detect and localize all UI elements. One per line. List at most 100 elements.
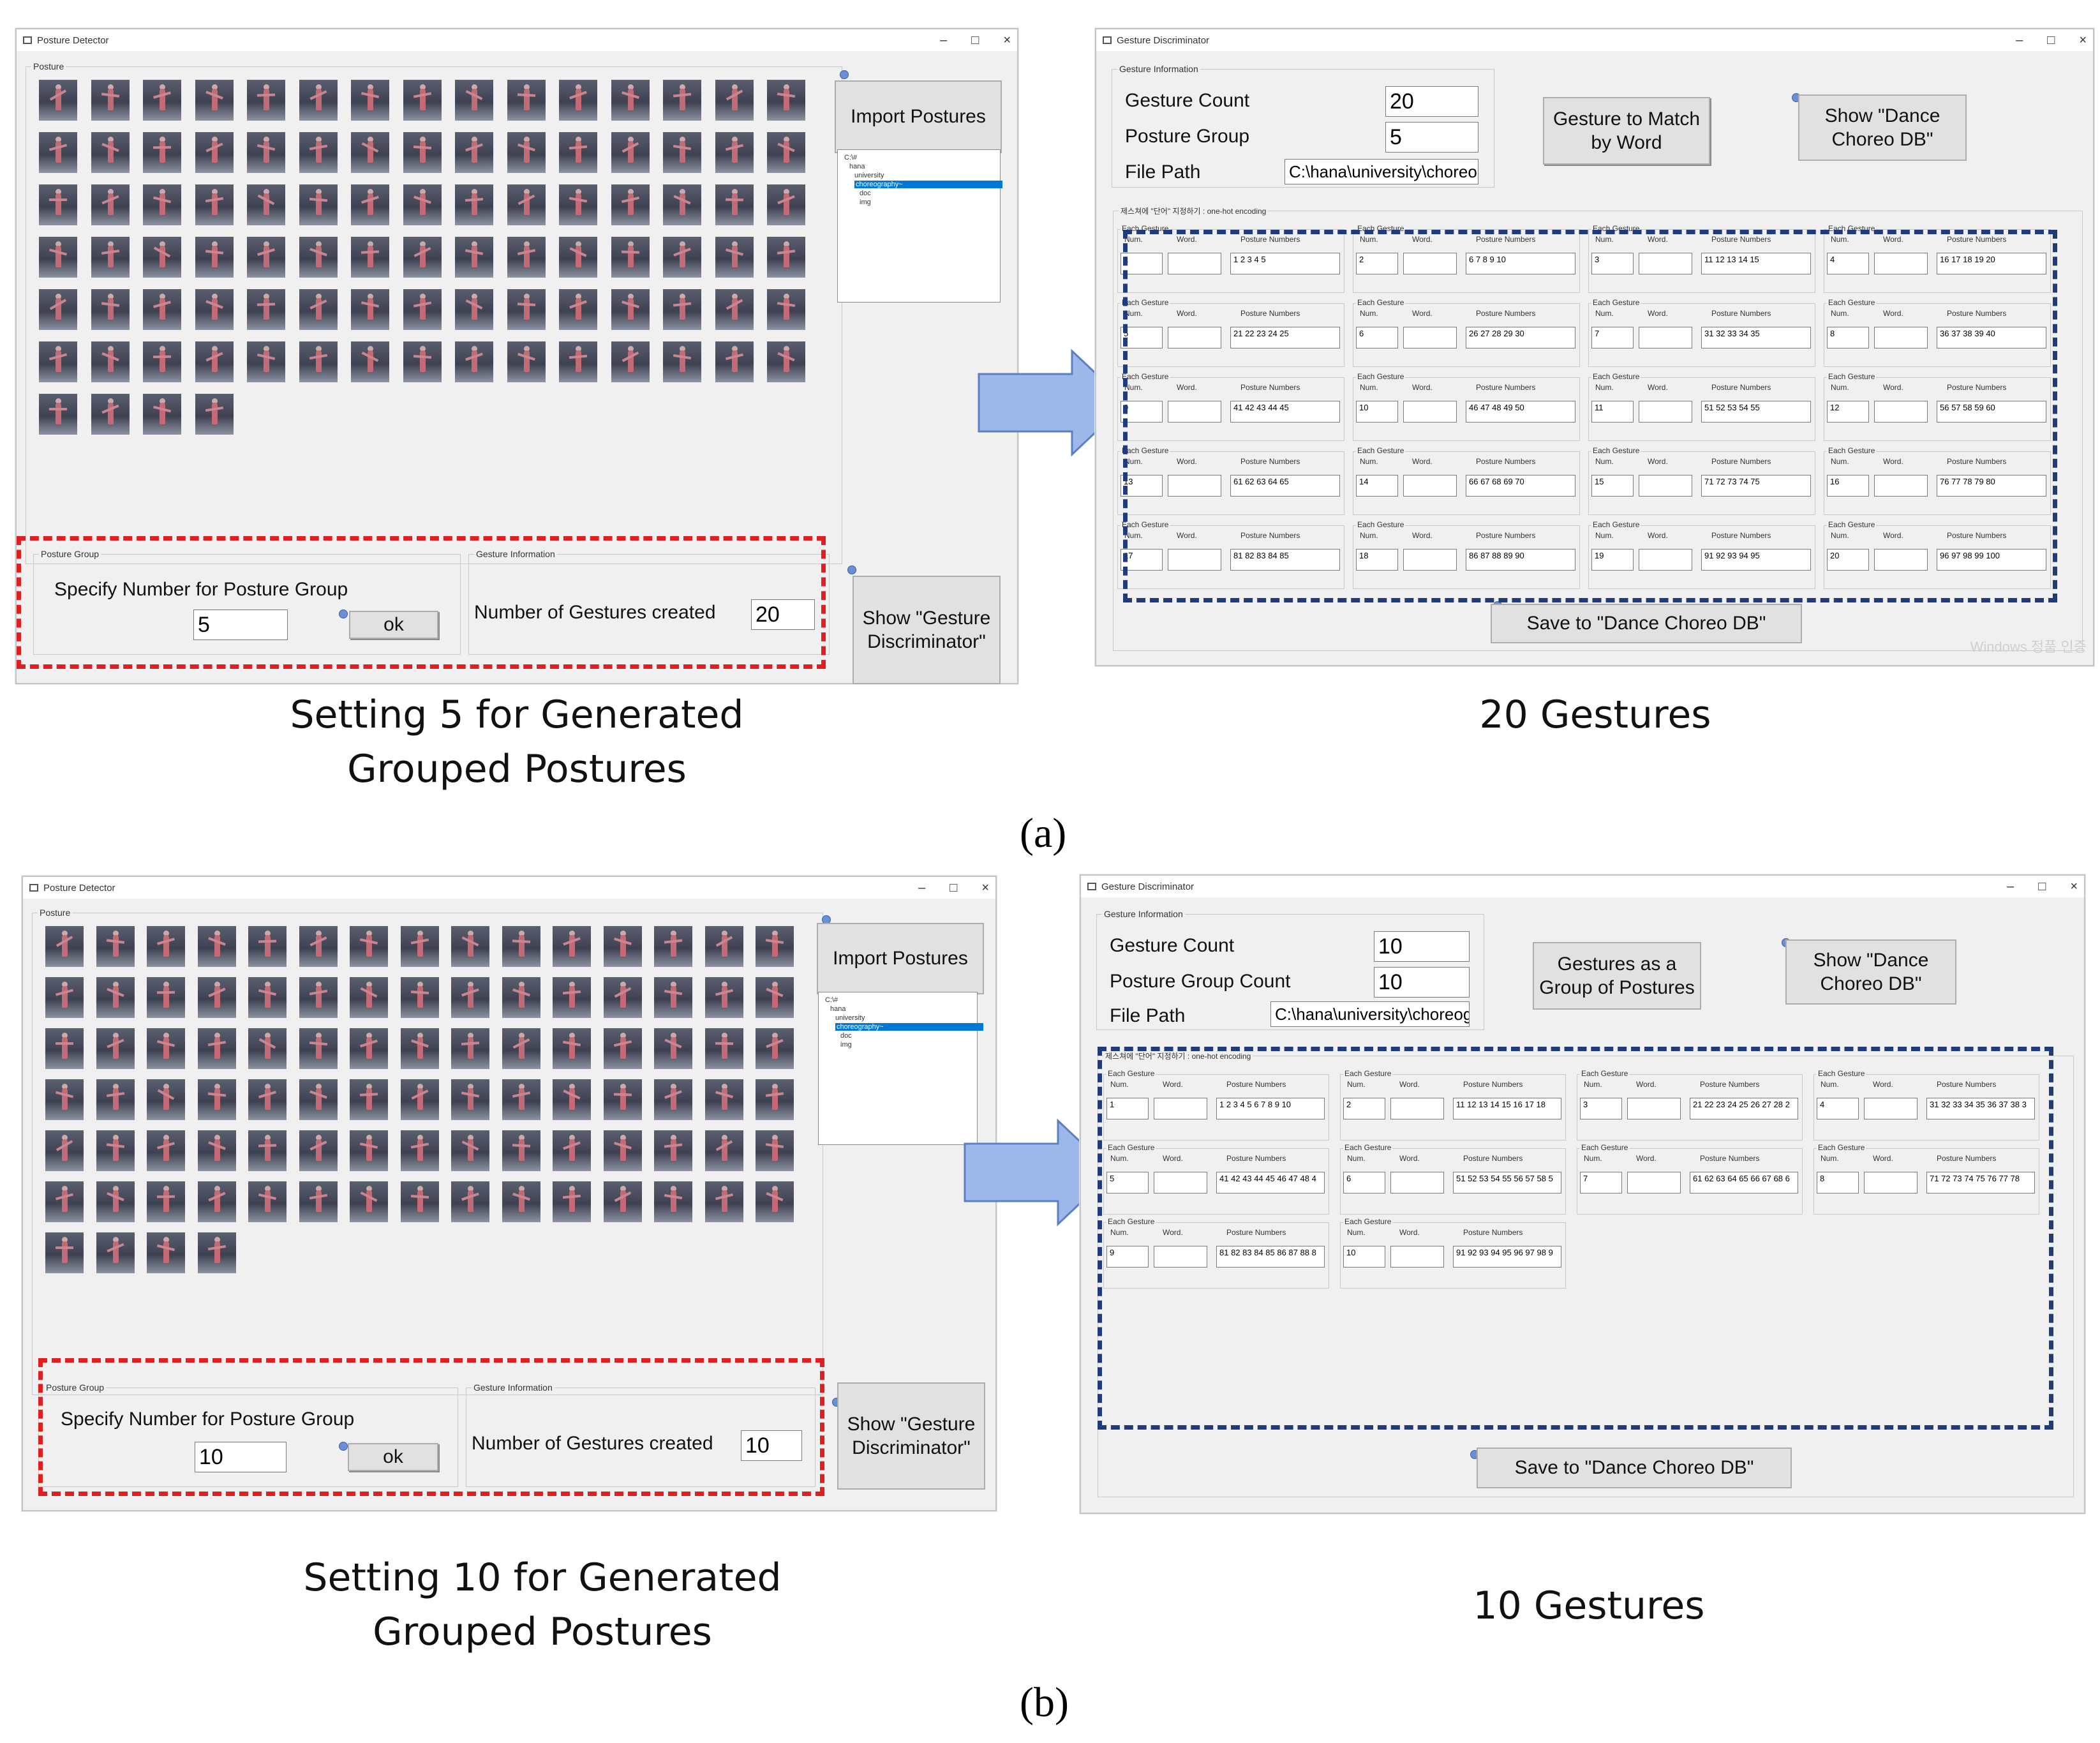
minimize-icon[interactable]: – [940, 33, 948, 47]
posture-numbers-input[interactable]: 91 92 93 94 95 [1701, 549, 1811, 571]
gesture-word-input[interactable] [1390, 1172, 1444, 1193]
posture-numbers-input[interactable]: 66 67 68 69 70 [1466, 475, 1575, 497]
gesture-word-input[interactable] [1154, 1246, 1207, 1268]
close-icon[interactable]: × [2079, 33, 2087, 47]
gesture-word-input[interactable] [1403, 401, 1457, 423]
posture-numbers-input[interactable]: 81 82 83 84 85 [1230, 549, 1340, 571]
gesture-word-input[interactable] [1168, 475, 1221, 497]
posture-numbers-input[interactable]: 61 62 63 64 65 [1230, 475, 1340, 497]
close-icon[interactable]: × [2070, 879, 2078, 894]
posture-numbers-input[interactable]: 6 7 8 9 10 [1466, 253, 1575, 274]
show-gesture-discriminator-button[interactable]: Show "Gesture Discriminator" [853, 576, 1001, 684]
posture-numbers-input[interactable]: 1 2 3 4 5 [1230, 253, 1340, 274]
gesture-num-input[interactable]: 9 [1106, 1246, 1149, 1268]
show-gesture-discriminator-button[interactable]: Show "Gesture Discriminator" [837, 1382, 985, 1490]
gesture-word-input[interactable] [1390, 1098, 1444, 1119]
gesture-count-input[interactable]: 20 [1385, 86, 1478, 117]
ok-button[interactable]: ok [348, 1443, 438, 1471]
posture-numbers-input[interactable]: 86 87 88 89 90 [1466, 549, 1575, 571]
tree-item[interactable]: doc [840, 1032, 852, 1040]
gesture-word-input[interactable] [1627, 1172, 1681, 1193]
posture-group-count-input[interactable]: 5 [193, 610, 288, 640]
posture-numbers-input[interactable]: 56 57 58 59 60 [1937, 401, 2046, 423]
tree-item[interactable]: university [854, 172, 884, 179]
gesture-num-input[interactable]: 2 [1356, 253, 1398, 274]
posture-numbers-input[interactable]: 71 72 73 74 75 [1701, 475, 1811, 497]
posture-numbers-input[interactable]: 96 97 98 99 100 [1937, 549, 2046, 571]
gesture-word-input[interactable] [1874, 401, 1928, 423]
gesture-word-input[interactable] [1168, 549, 1221, 571]
gesture-num-input[interactable]: 7 [1591, 327, 1634, 348]
posture-numbers-input[interactable]: 41 42 43 44 45 [1230, 401, 1340, 423]
posture-numbers-input[interactable]: 21 22 23 24 25 26 27 28 2 [1690, 1098, 1798, 1119]
gesture-num-input[interactable]: 3 [1591, 253, 1634, 274]
posture-numbers-input[interactable]: 61 62 63 64 65 66 67 68 6 [1690, 1172, 1798, 1193]
tree-item-selected[interactable]: choreography~ [854, 181, 1002, 188]
gestures-as-group-button[interactable]: Gestures as a Group of Postures [1533, 942, 1701, 1010]
gesture-word-input[interactable] [1639, 327, 1692, 348]
gesture-num-input[interactable]: 10 [1343, 1246, 1385, 1268]
gesture-num-input[interactable]: 8 [1817, 1172, 1859, 1193]
tree-item[interactable]: university [835, 1014, 865, 1022]
gesture-num-input[interactable]: 1 [1106, 1098, 1149, 1119]
gesture-num-input[interactable]: 18 [1356, 549, 1398, 571]
gesture-word-input[interactable] [1403, 327, 1457, 348]
posture-numbers-input[interactable]: 81 82 83 84 85 86 87 88 8 [1216, 1246, 1325, 1268]
gesture-num-input[interactable]: 19 [1591, 549, 1634, 571]
posture-numbers-input[interactable]: 21 22 23 24 25 [1230, 327, 1340, 348]
posture-group-input[interactable]: 10 [1374, 967, 1470, 998]
posture-group-count-input[interactable]: 10 [195, 1442, 287, 1472]
posture-numbers-input[interactable]: 1 2 3 4 5 6 7 8 9 10 [1216, 1098, 1325, 1119]
posture-numbers-input[interactable]: 26 27 28 29 30 [1466, 327, 1575, 348]
import-postures-button[interactable]: Import Postures [817, 923, 984, 994]
posture-numbers-input[interactable]: 31 32 33 34 35 [1701, 327, 1811, 348]
posture-numbers-input[interactable]: 51 52 53 54 55 56 57 58 5 [1453, 1172, 1561, 1193]
gesture-word-input[interactable] [1154, 1172, 1207, 1193]
save-to-db-button[interactable]: Save to "Dance Choreo DB" [1477, 1448, 1792, 1488]
gesture-num-input[interactable]: 14 [1356, 475, 1398, 497]
tree-item[interactable]: hana [830, 1005, 846, 1013]
gesture-word-input[interactable] [1403, 549, 1457, 571]
gesture-num-input[interactable]: 10 [1356, 401, 1398, 423]
posture-numbers-input[interactable]: 11 12 13 14 15 16 17 18 [1453, 1098, 1561, 1119]
gesture-word-input[interactable] [1627, 1098, 1681, 1119]
import-postures-button[interactable]: Import Postures [835, 80, 1002, 153]
posture-numbers-input[interactable]: 41 42 43 44 45 46 47 48 4 [1216, 1172, 1325, 1193]
gesture-num-input[interactable]: 2 [1343, 1098, 1385, 1119]
gesture-num-input[interactable]: 17 [1121, 549, 1163, 571]
gesture-num-input[interactable]: 16 [1827, 475, 1869, 497]
gesture-word-input[interactable] [1168, 253, 1221, 274]
maximize-icon[interactable]: □ [949, 880, 958, 895]
ok-button[interactable]: ok [349, 611, 438, 639]
posture-numbers-input[interactable]: 46 47 48 49 50 [1466, 401, 1575, 423]
posture-numbers-input[interactable]: 51 52 53 54 55 [1701, 401, 1811, 423]
maximize-icon[interactable]: □ [971, 33, 979, 47]
close-icon[interactable]: × [981, 880, 989, 895]
minimize-icon[interactable]: – [2016, 33, 2023, 47]
posture-group-input[interactable]: 5 [1385, 122, 1478, 153]
posture-numbers-input[interactable]: 91 92 93 94 95 96 97 98 9 [1453, 1246, 1561, 1268]
gesture-num-input[interactable]: 5 [1106, 1172, 1149, 1193]
gesture-num-input[interactable]: 11 [1591, 401, 1634, 423]
gesture-num-input[interactable]: 6 [1356, 327, 1398, 348]
gesture-word-input[interactable] [1864, 1098, 1918, 1119]
gesture-word-input[interactable] [1639, 253, 1692, 274]
gesture-num-input[interactable]: 4 [1827, 253, 1869, 274]
gesture-num-input[interactable]: 6 [1343, 1172, 1385, 1193]
tree-item[interactable]: C:\# [825, 996, 838, 1004]
show-dance-choreo-db-button[interactable]: Show "Dance Choreo DB" [1785, 939, 1956, 1005]
tree-item[interactable]: C:\# [844, 154, 858, 161]
gesture-word-input[interactable] [1403, 475, 1457, 497]
close-icon[interactable]: × [1003, 33, 1011, 47]
gesture-num-input[interactable]: 20 [1827, 549, 1869, 571]
gesture-word-input[interactable] [1639, 401, 1692, 423]
tree-item[interactable]: doc [860, 190, 871, 197]
gesture-word-input[interactable] [1874, 327, 1928, 348]
posture-numbers-input[interactable]: 11 12 13 14 15 [1701, 253, 1811, 274]
tree-item[interactable]: hana [849, 163, 865, 170]
gesture-word-input[interactable] [1639, 475, 1692, 497]
minimize-icon[interactable]: – [918, 880, 926, 895]
folder-tree[interactable]: C:\# hana university choreography~ doc i… [818, 992, 983, 1145]
file-path-input[interactable]: C:\hana\university\choreog [1270, 1001, 1470, 1027]
tree-item[interactable]: img [860, 198, 871, 206]
